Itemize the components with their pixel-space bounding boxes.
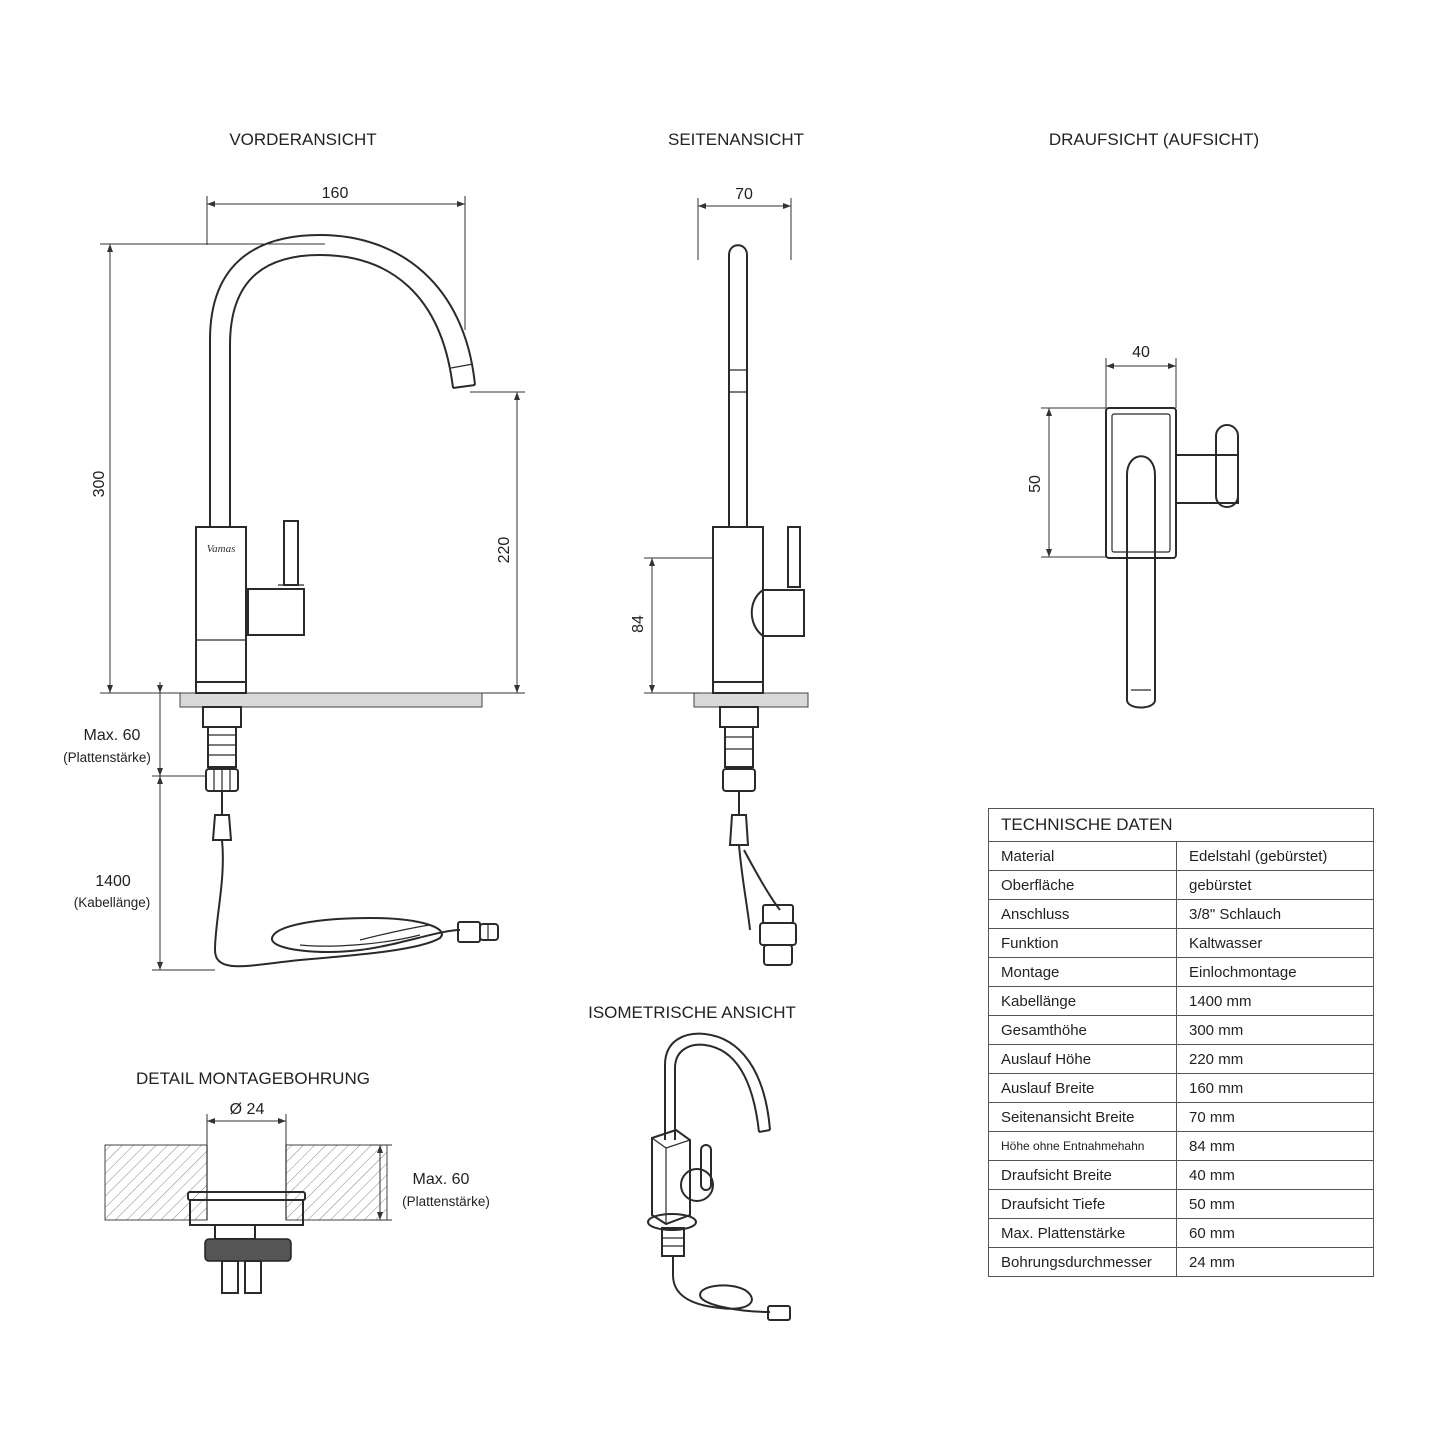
iso-view-title: ISOMETRISCHE ANSICHT	[588, 1003, 796, 1022]
side-view: 70 84	[630, 186, 809, 966]
side-view-title: SEITENANSICHT	[668, 130, 804, 149]
dim-side-width: 70	[735, 186, 753, 203]
top-view: 40 50	[1027, 344, 1239, 709]
detail-view: Ø 24 Max. 60 (Plattenstärke)	[104, 1101, 490, 1294]
row-value: Kaltwasser	[1176, 928, 1374, 958]
row-value: 1400 mm	[1176, 986, 1374, 1016]
brand-logo: Vamas	[207, 543, 236, 555]
row-value: Edelstahl (gebürstet)	[1176, 841, 1374, 871]
row-key: Montage	[988, 957, 1177, 987]
row-value: 40 mm	[1176, 1160, 1374, 1190]
row-value: 220 mm	[1176, 1044, 1374, 1074]
dim-top-depth: 50	[1027, 475, 1044, 493]
front-view-title: VORDERANSICHT	[229, 130, 376, 149]
row-key: Kabellänge	[988, 986, 1177, 1016]
row-value: 24 mm	[1176, 1247, 1374, 1277]
row-value: 50 mm	[1176, 1189, 1374, 1219]
dim-front-height: 300	[91, 471, 108, 498]
iso-view	[647, 1032, 791, 1321]
row-key: Draufsicht Breite	[988, 1160, 1177, 1190]
table-header-row: TECHNISCHE DATEN	[988, 808, 1374, 842]
detail-plate-max: Max. 60	[413, 1171, 470, 1188]
top-view-title: DRAUFSICHT (AUFSICHT)	[1049, 130, 1259, 149]
row-value: 60 mm	[1176, 1218, 1374, 1248]
row-value: 160 mm	[1176, 1073, 1374, 1103]
row-key: Auslauf Höhe	[988, 1044, 1177, 1074]
row-value: 3/8" Schlauch	[1176, 899, 1374, 929]
dim-front-width: 160	[322, 185, 349, 202]
row-key: Material	[988, 841, 1177, 871]
row-key: Oberfläche	[988, 870, 1177, 900]
detail-view-title: DETAIL MONTAGEBOHRUNG	[136, 1069, 370, 1088]
dim-top-width: 40	[1132, 344, 1150, 361]
dim-side-height: 84	[630, 615, 647, 633]
row-key: Seitenansicht Breite	[988, 1102, 1177, 1132]
row-value: 300 mm	[1176, 1015, 1374, 1045]
dim-cable: 1400	[95, 873, 131, 890]
row-value: 70 mm	[1176, 1102, 1374, 1132]
table-title: TECHNISCHE DATEN	[988, 808, 1374, 842]
dim-spout-height: 220	[496, 537, 513, 564]
front-view: 160 300 220 Vamas	[63, 185, 525, 971]
dim-bore: Ø 24	[230, 1101, 265, 1118]
row-value: gebürstet	[1176, 870, 1374, 900]
row-value: Einlochmontage	[1176, 957, 1374, 987]
row-key: Draufsicht Tiefe	[988, 1189, 1177, 1219]
row-key: Bohrungsdurchmesser	[988, 1247, 1177, 1277]
row-value: 84 mm	[1176, 1131, 1374, 1161]
row-key: Max. Plattenstärke	[988, 1218, 1177, 1248]
row-key: Gesamthöhe	[988, 1015, 1177, 1045]
row-key: Höhe ohne Entnahmehahn	[988, 1131, 1177, 1161]
row-key: Funktion	[988, 928, 1177, 958]
row-key: Auslauf Breite	[988, 1073, 1177, 1103]
dim-plate-max: Max. 60	[84, 727, 141, 744]
dim-cable-label: (Kabellänge)	[74, 895, 151, 910]
row-key: Anschluss	[988, 899, 1177, 929]
dim-plate-label: (Plattenstärke)	[63, 750, 151, 765]
detail-plate-label: (Plattenstärke)	[402, 1194, 490, 1209]
